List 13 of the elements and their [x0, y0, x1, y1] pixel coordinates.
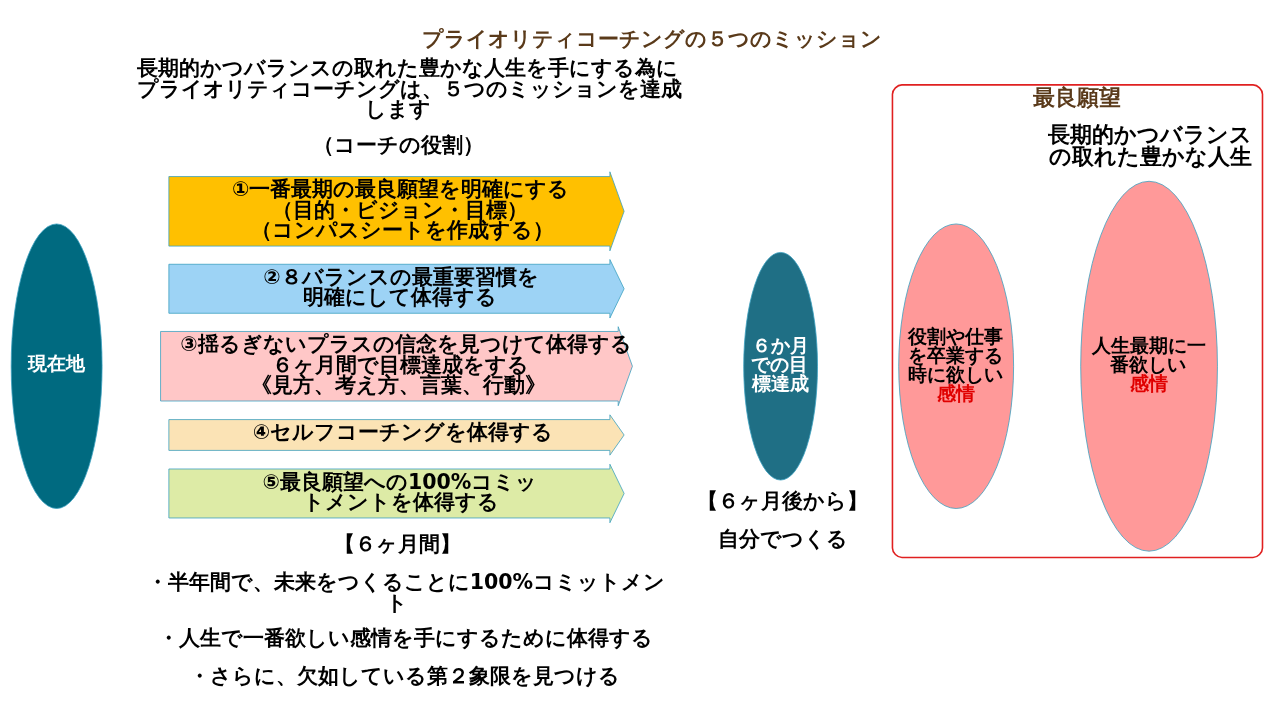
node-ellipse: 役割や仕事を卒業する時に欲しい 感情 — [898, 223, 1014, 509]
label: 長期的かつバランスの取れた豊かな人生を手にする為にプライオリティコーチングは、５つのミッションを達成します — [136, 55, 682, 121]
label: ・さらに、欠如している第２象限を見つける — [188, 663, 620, 688]
diagram-title: プライオリティコーチングの５つのミッション — [421, 26, 882, 51]
label: （コーチの役割） — [313, 132, 485, 157]
node-ellipse: 人生最期に一番欲しい 感情 — [1080, 180, 1218, 552]
label: 【６ヶ月間】 — [334, 531, 462, 556]
label: 【６ヶ月後から】 — [697, 488, 869, 513]
label: 自分でつくる — [718, 526, 849, 551]
node-ellipse: ６か月での目標達成 — [743, 251, 818, 480]
label: ・半年間で、未来をつくることに100%コミットメント — [146, 569, 666, 615]
node-ellipse: 現在地 — [10, 223, 103, 509]
label: ・人生で一番欲しい感情を手にするために体得する — [157, 625, 653, 650]
